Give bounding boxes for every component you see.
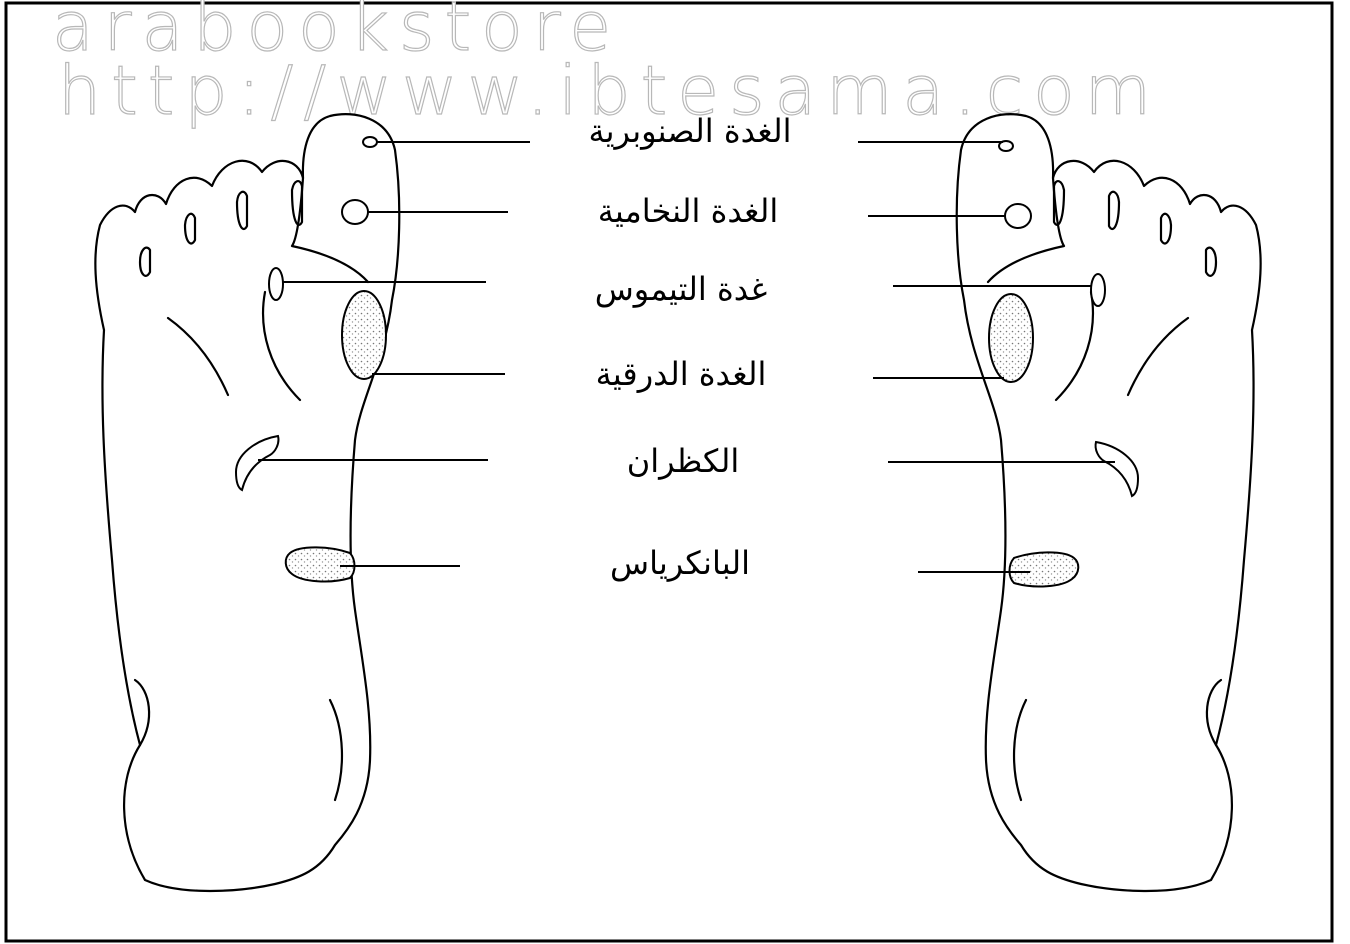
label-thyroid-gland: الغدة الدرقية xyxy=(596,355,767,393)
label-pineal-gland: الغدة الصنوبرية xyxy=(588,112,791,150)
label-thymus-gland: غدة التيموس xyxy=(595,270,768,308)
left-pituitary-point xyxy=(342,200,368,224)
left-arch-line xyxy=(263,292,300,400)
left-pineal-point xyxy=(363,137,377,147)
left-big-toe-boundary xyxy=(292,178,368,282)
left-thymus-point xyxy=(269,268,283,300)
right-foot-outline xyxy=(957,114,1261,891)
left-ball-arc xyxy=(168,318,228,395)
right-big-toe-boundary xyxy=(988,178,1064,282)
right-heel-curve xyxy=(1014,700,1026,800)
left-adrenal-area xyxy=(236,436,278,490)
left-toe-crease-3 xyxy=(237,192,247,229)
left-toe-crease-1 xyxy=(140,248,150,276)
left-pancreas-area xyxy=(286,547,355,581)
right-leader-lines xyxy=(858,142,1115,572)
gland-labels: الغدة الصنوبرية الغدة النخامية غدة التيم… xyxy=(588,112,791,582)
left-leader-lines xyxy=(258,142,530,566)
left-thyroid-area xyxy=(342,291,386,379)
left-foot xyxy=(95,114,399,891)
right-arch-line xyxy=(1056,292,1093,400)
right-thymus-point xyxy=(1091,274,1105,306)
left-toe-crease-2 xyxy=(185,214,195,244)
right-pituitary-point xyxy=(1005,204,1031,228)
right-foot xyxy=(957,114,1261,891)
right-toe-crease-1 xyxy=(1206,248,1216,276)
right-toe-crease-3 xyxy=(1109,192,1119,229)
right-toe-crease-2 xyxy=(1161,214,1171,244)
label-pancreas: البانكرياس xyxy=(610,544,750,582)
left-foot-outline xyxy=(95,114,399,891)
left-heel-curve xyxy=(330,700,342,800)
label-pituitary-gland: الغدة النخامية xyxy=(598,192,778,230)
right-pancreas-area xyxy=(1010,552,1079,586)
right-thyroid-area xyxy=(989,294,1033,382)
right-ball-arc xyxy=(1128,318,1188,395)
label-adrenal-gland: الكظران xyxy=(627,442,740,480)
right-adrenal-area xyxy=(1096,442,1138,496)
